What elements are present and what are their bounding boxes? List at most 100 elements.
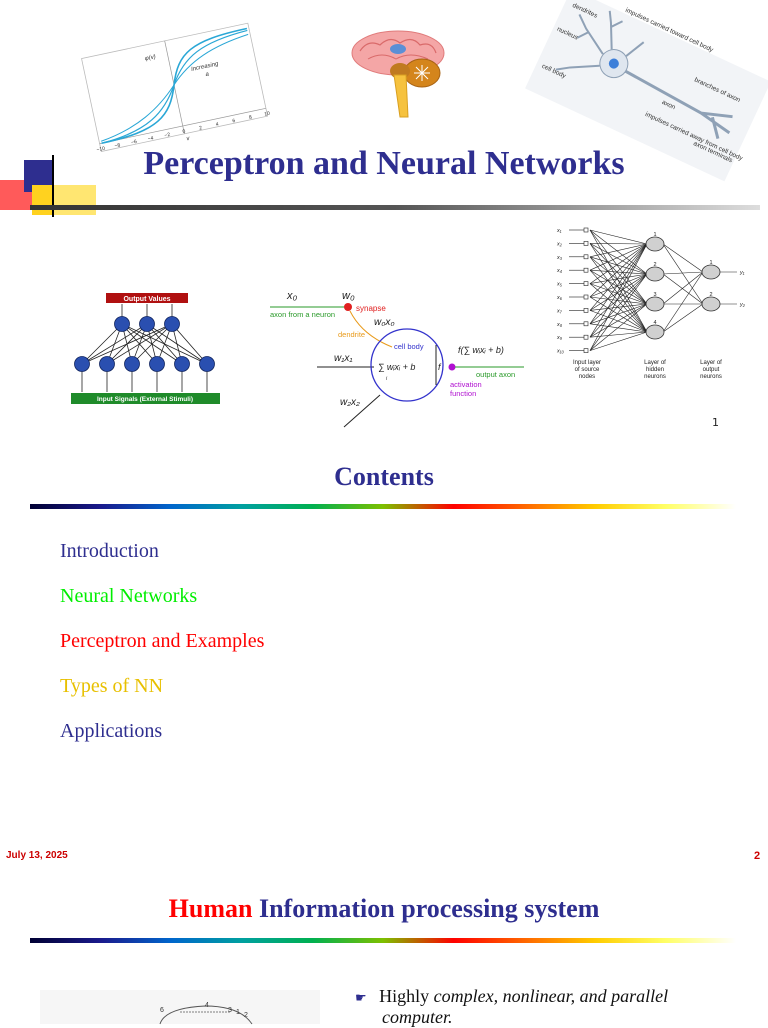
mlp-connection: [589, 273, 648, 298]
sigmoid-tick-label: −10: [96, 146, 106, 154]
connection-line: [146, 323, 208, 365]
mlp-connection: [589, 331, 648, 338]
slide-2-title: Contents: [334, 462, 434, 491]
brain-sketch-label: 2: [244, 1012, 248, 1019]
mlp-connection: [589, 243, 648, 245]
mlp-connection: [589, 243, 648, 351]
mlp-connection: [589, 243, 648, 258]
label-output-formula: f(∑ wᵢxᵢ + b): [458, 345, 504, 355]
label-sum: ∑ wᵢxᵢ + b: [378, 362, 415, 372]
label-axon-from: axon from a neuron: [270, 310, 335, 319]
network-node: [164, 316, 180, 332]
bullet-italic: complex, nonlinear, and parallel: [433, 986, 669, 1006]
brain-sketch-label: 3: [228, 1007, 232, 1014]
mlp-connection: [589, 243, 648, 311]
slide-1-page-number: 1: [712, 416, 719, 429]
mlp-connection: [589, 229, 648, 245]
mlp-connection: [589, 243, 648, 338]
mlp-hidden-number: 4: [653, 320, 656, 326]
mlp-layer-label: nodes: [579, 374, 595, 380]
footer-date: July 13, 2025: [6, 850, 68, 861]
mlp-hidden-node: [645, 266, 665, 282]
sigmoid-tick-label: −6: [131, 139, 138, 146]
mlp-layer-label: Layer of: [644, 360, 666, 366]
brain-illustration: [351, 30, 445, 118]
mlp-source-node: [583, 308, 589, 313]
mlp-layer-label: hidden: [646, 367, 664, 373]
sigmoid-tick-label: −4: [147, 135, 154, 142]
mlp-connection: [589, 303, 648, 338]
slide-3-title: Human Information processing system: [0, 894, 768, 924]
mlp-source-node: [583, 267, 589, 273]
contents-item: Introduction: [60, 540, 159, 562]
network-node: [199, 356, 215, 372]
label-activation-1: activation: [450, 380, 482, 389]
contents-item: Perceptron and Examples: [60, 630, 265, 652]
label-w1x1: w₁x₁: [334, 353, 353, 364]
mlp-connection: [589, 256, 648, 275]
mlp-connection: [589, 229, 648, 333]
mlp-connection: [589, 273, 648, 325]
sigmoid-tick-label: 2: [199, 125, 203, 131]
mlp-output-label: y₁: [739, 270, 745, 276]
mlp-connection: [589, 243, 648, 305]
mlp-source-node: [583, 334, 589, 340]
connection-line: [121, 323, 208, 365]
mlp-input-label: x₅: [556, 282, 563, 288]
sigmoid-tick-label: 8: [249, 114, 253, 120]
mlp-connection: [589, 243, 648, 284]
mlp-connection: [589, 303, 648, 325]
network-node: [139, 316, 155, 332]
sigmoid-tick-label: −2: [164, 132, 171, 139]
simple-network-diagram: Output Values Input Signals (External St…: [71, 293, 220, 404]
mlp-hidden-node: [645, 296, 665, 312]
mlp-connection: [662, 243, 704, 273]
mlp-source-node: [583, 294, 589, 300]
mlp-output-node: [701, 264, 721, 280]
brain-sketch-label: 1: [236, 1009, 240, 1016]
network-node: [174, 356, 190, 372]
mlp-output-label: y₂: [739, 302, 746, 308]
mlp-connection: [589, 256, 648, 305]
mlp-connection: [662, 303, 704, 333]
mlp-connection: [589, 303, 648, 311]
connection-line: [81, 323, 123, 365]
mlp-source-node: [583, 348, 589, 353]
label-synapse: synapse: [356, 304, 386, 313]
sigmoid-tick-label: 6: [232, 118, 236, 124]
mlp-layer-label: output: [703, 367, 720, 373]
mlp-input-label: x₉: [556, 335, 563, 341]
label-w2x2: w₂x₂: [340, 397, 360, 408]
mlp-input-label: x₇: [556, 308, 563, 314]
connection-line: [171, 323, 208, 365]
mlp-connection: [589, 273, 648, 338]
mlp-input-label: x₈: [556, 322, 563, 328]
label-w0: w₀: [342, 290, 355, 302]
network-node: [74, 356, 90, 372]
sigmoid-xlabel: v: [186, 136, 191, 143]
mlp-connection: [589, 269, 648, 275]
mlp-output-number: 1: [709, 260, 712, 266]
mlp-output-node: [701, 296, 721, 312]
mlp-connection: [589, 283, 648, 305]
contents-item: Applications: [60, 720, 163, 742]
contents-underline: [30, 504, 736, 509]
mlp-source-node: [583, 321, 589, 327]
mlp-connection: [589, 310, 648, 333]
mlp-connection: [589, 273, 648, 311]
output-values-label: Output Values: [123, 296, 170, 303]
mlp-source-node: [583, 281, 589, 286]
input-signals-label: Input Signals (External Stimuli): [97, 396, 193, 403]
mlp-input-label: x₃: [556, 255, 563, 261]
bullet-line-2: computer.: [382, 1007, 453, 1027]
mlp-connection: [662, 271, 704, 305]
mlp-input-label: x₄: [556, 268, 562, 274]
connection-line: [121, 323, 158, 365]
mlp-connection: [589, 296, 648, 305]
mlp-connection: [589, 229, 648, 305]
slide-3-underline: [30, 938, 736, 943]
